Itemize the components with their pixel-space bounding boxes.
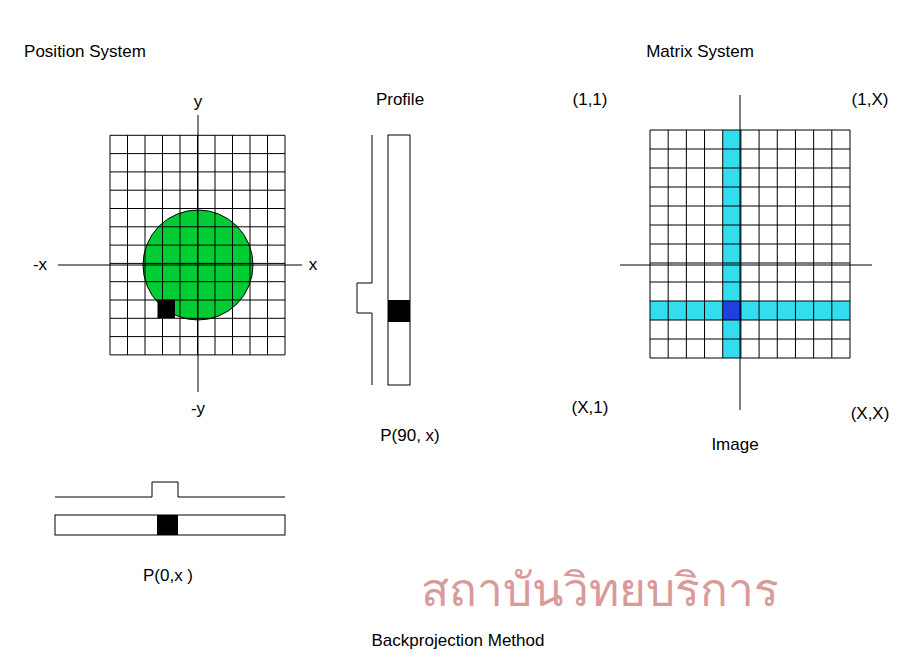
grid-line (650, 244, 850, 245)
axis-label: x (309, 255, 318, 275)
corner-index: (X,X) (851, 404, 890, 424)
profile-bar (55, 515, 285, 535)
profile-curve (357, 135, 372, 385)
corner-index: (1,1) (573, 90, 608, 110)
grid-line (650, 206, 850, 207)
axis-label: -x (33, 255, 47, 275)
axis-label: y (194, 92, 203, 112)
grid-line (650, 339, 850, 340)
profile-cell (157, 515, 178, 535)
grid-lines (650, 130, 850, 358)
corner-index: (X,1) (572, 398, 609, 418)
x-axis (620, 265, 872, 266)
grid-line (650, 225, 850, 226)
image-label: Image (711, 435, 758, 455)
profile-curve (55, 482, 285, 497)
grid-line (650, 358, 850, 359)
panel-title: Position System (24, 42, 146, 62)
grid-line (650, 320, 850, 321)
point-cell (158, 300, 176, 318)
profile-label: Profile (376, 90, 424, 110)
grid-line (650, 282, 850, 283)
axis-label: -y (191, 399, 205, 419)
grid-line (650, 149, 850, 150)
grid-line (650, 263, 850, 264)
y-axis (198, 115, 199, 392)
grid-line (650, 301, 850, 302)
y-axis (740, 95, 741, 410)
grid-line (650, 130, 850, 131)
intersection-cell (723, 301, 741, 320)
projection-label: P(0,x ) (143, 566, 193, 586)
watermark: สถาบันวิทยบริการ (421, 564, 779, 617)
x-axis (58, 265, 302, 266)
corner-index: (1,X) (852, 90, 889, 110)
ray-row (650, 301, 850, 320)
projection-label: P(90, x) (380, 426, 440, 446)
grid-line (650, 187, 850, 188)
profile-bar (388, 135, 410, 385)
backprojected-rays (650, 130, 850, 358)
matrix-grid (650, 130, 850, 358)
panel-title: Matrix System (646, 42, 754, 62)
caption: Backprojection Method (372, 631, 545, 651)
profile-cell (388, 300, 410, 322)
grid-line (650, 168, 850, 169)
